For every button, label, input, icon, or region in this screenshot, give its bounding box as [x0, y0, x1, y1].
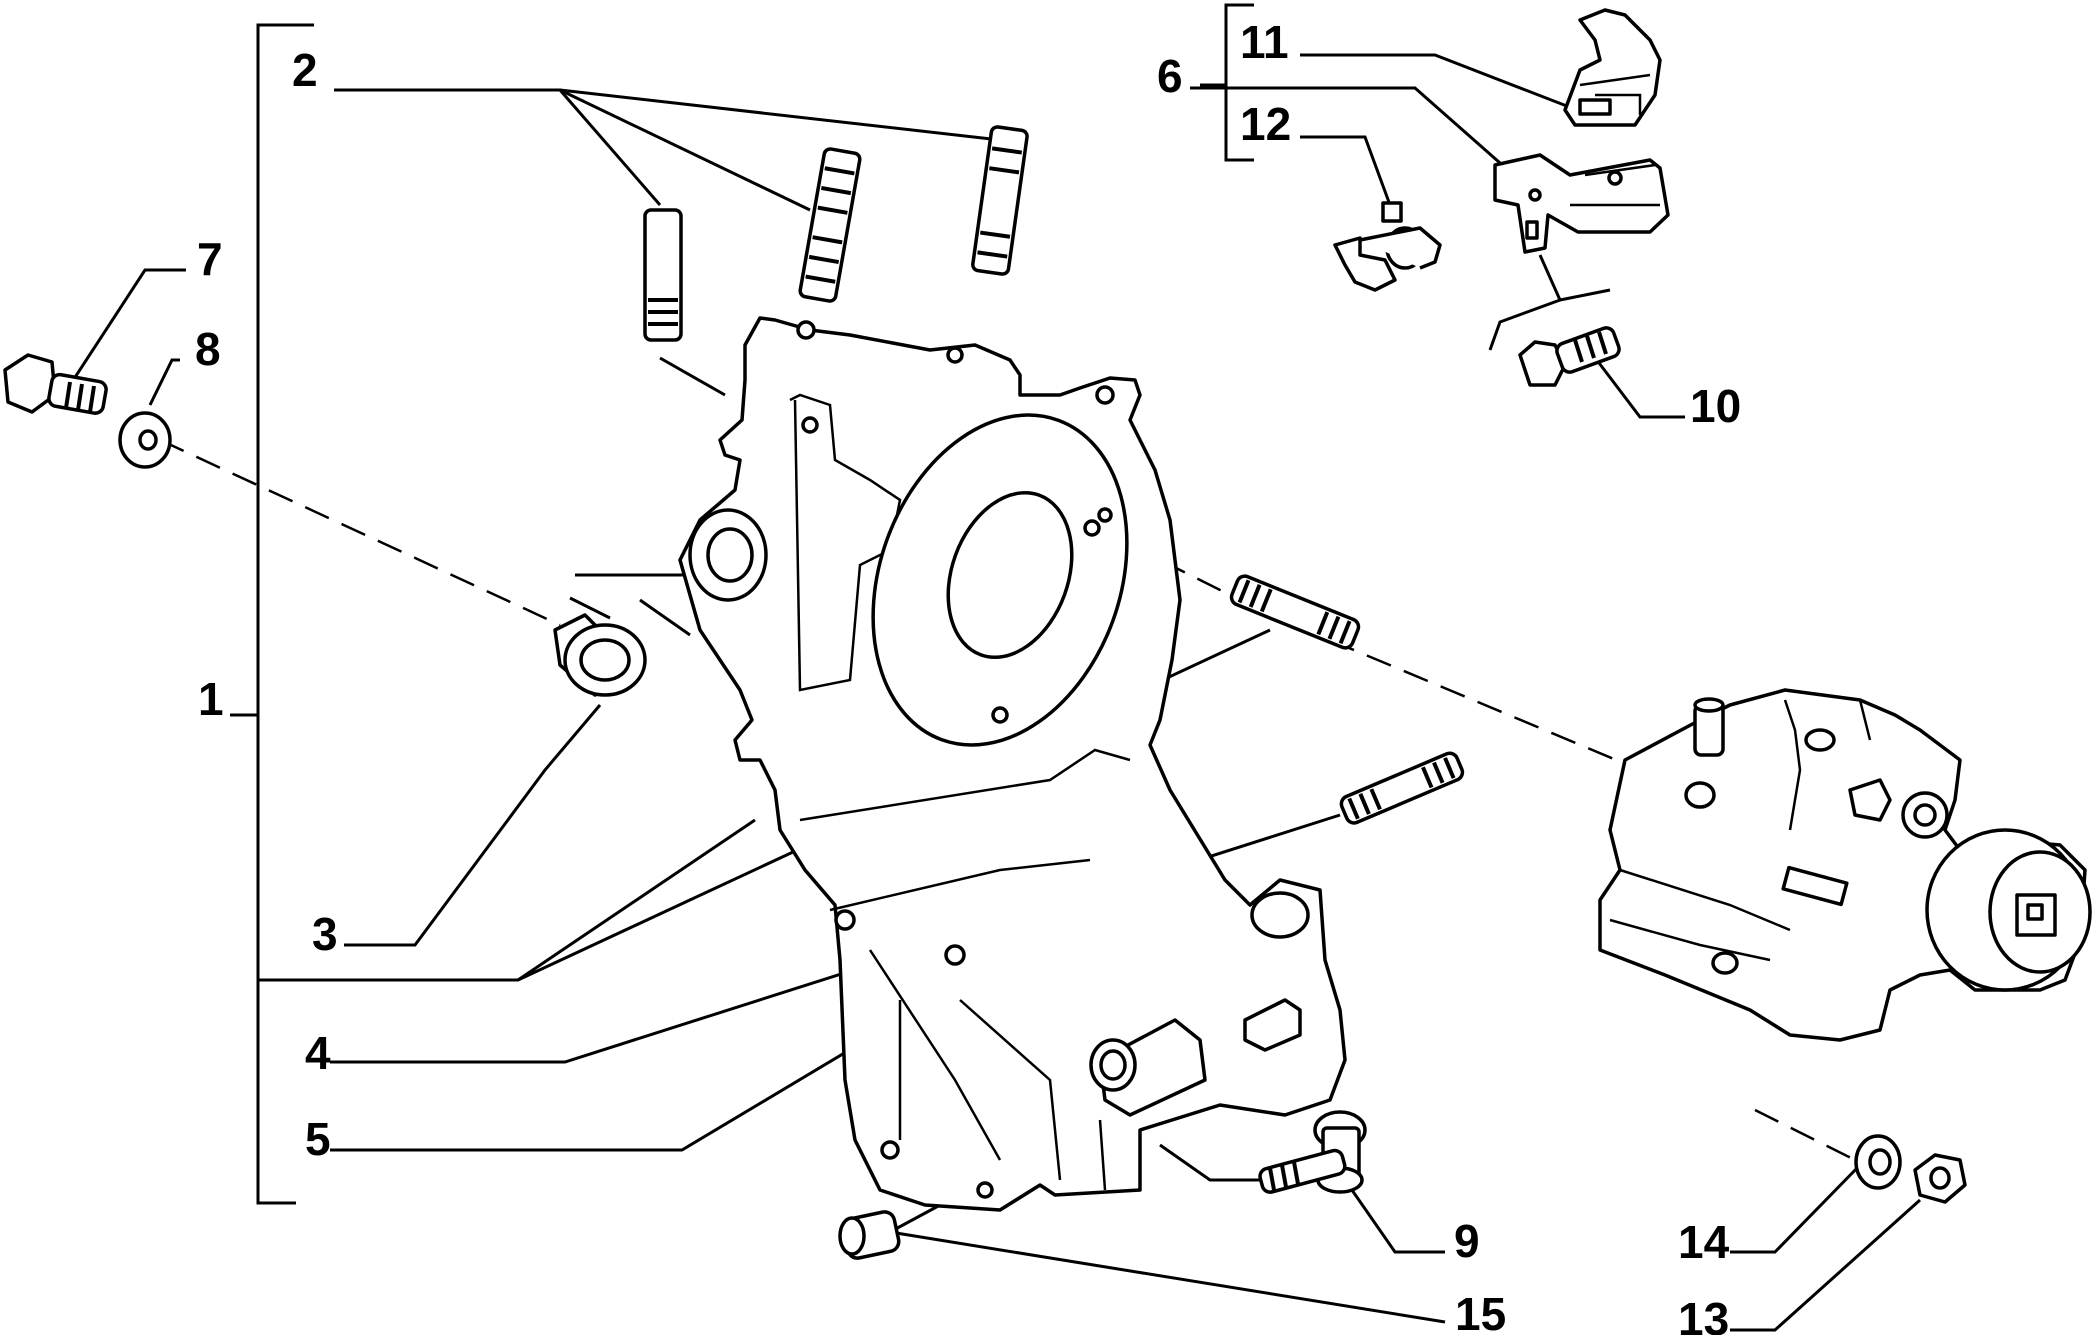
callout-8: 8	[195, 323, 221, 375]
callout-12: 12	[1240, 98, 1291, 150]
callout-15: 15	[1455, 1288, 1506, 1335]
stud-2c	[971, 125, 1029, 276]
bolt-9	[1258, 1110, 1367, 1194]
callout-6: 6	[1157, 50, 1183, 102]
clip-12	[1333, 201, 1442, 292]
nut-13	[1913, 1153, 1967, 1204]
callout-4: 4	[305, 1027, 331, 1079]
callout-5: 5	[305, 1113, 331, 1165]
callout-2: 2	[292, 44, 318, 96]
timing-cover-housing	[678, 316, 1347, 1212]
stud-2b	[798, 147, 862, 303]
callout-13: 13	[1678, 1293, 1729, 1335]
callout-labels: 1 2 3 4 5 6 7 8 9 10 11 12 13 14 15	[195, 16, 1741, 1335]
callout-9: 9	[1454, 1215, 1480, 1267]
bolt-10	[1518, 326, 1621, 387]
bracket-6	[1493, 153, 1670, 254]
bolt-7	[3, 353, 108, 415]
bushing-3	[553, 613, 647, 697]
injection-pump	[1598, 688, 2092, 1042]
stud-4	[1229, 574, 1361, 650]
callout-7: 7	[197, 233, 223, 285]
stud-5	[1339, 751, 1465, 825]
callout-11: 11	[1240, 16, 1289, 68]
plug-15	[838, 1210, 901, 1260]
clip-11	[1563, 8, 1662, 127]
washer-8	[118, 411, 172, 469]
callout-1: 1	[198, 673, 224, 725]
group-bracket-6	[1200, 3, 1254, 162]
callout-14: 14	[1678, 1216, 1730, 1268]
group-bracket-1	[230, 23, 314, 1205]
callout-3: 3	[312, 908, 338, 960]
stud-2a	[643, 208, 683, 342]
washer-14	[1854, 1134, 1902, 1190]
callout-10: 10	[1690, 380, 1741, 432]
